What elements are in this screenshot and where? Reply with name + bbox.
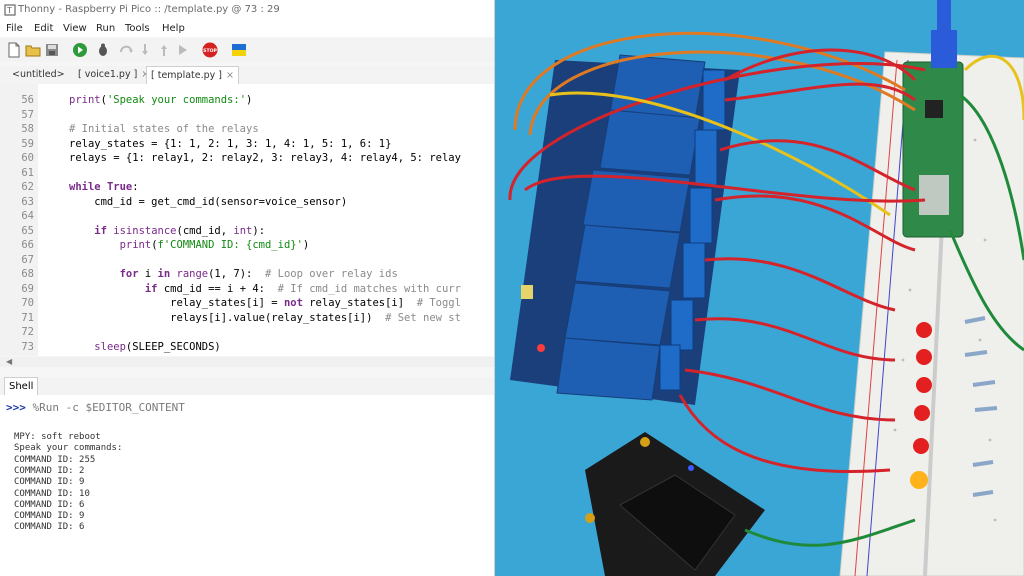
line-number: 60 (21, 152, 34, 164)
menu-tools[interactable]: Tools (125, 23, 150, 34)
code-line: relay_states = {1: 1, 2: 1, 3: 1, 4: 1, … (69, 137, 392, 150)
line-number: 65 (21, 224, 34, 237)
line-number: 71 (21, 311, 34, 324)
horizontal-scrollbar[interactable]: ◀ (0, 357, 494, 367)
shell-command: %Run -c $EDITOR_CONTENT (32, 401, 185, 414)
line-number: 58 (21, 123, 34, 135)
shell-header: Shell (0, 377, 494, 395)
line-number: 72 (21, 326, 34, 338)
led-yellow (910, 471, 928, 489)
pico-board (902, 0, 964, 238)
line-number: 68 (21, 268, 34, 280)
shell-panel[interactable]: >>> %Run -c $EDITOR_CONTENT MPY: soft re… (0, 395, 494, 576)
shell-output-line: COMMAND ID: 10 (14, 488, 90, 499)
open-file-icon[interactable] (25, 42, 41, 58)
relay-module (510, 54, 740, 405)
led-red (914, 405, 930, 421)
shell-tab[interactable]: Shell (4, 377, 39, 395)
step-into-icon[interactable] (137, 42, 153, 58)
led-red (916, 349, 932, 365)
led-column (910, 322, 932, 489)
shell-output-line: Speak your commands: (14, 443, 123, 454)
hardware-photo (495, 0, 1024, 576)
new-file-icon[interactable] (6, 42, 22, 58)
tab-untitled[interactable]: <untitled> (8, 66, 69, 83)
save-icon[interactable] (44, 42, 60, 58)
line-number: 59 (21, 137, 34, 150)
line-number-gutter: 56 57 58 59 60 61 62 63 64 65 66 67 68 69 70 71 72 73 (0, 84, 38, 356)
code-line: print('Speak your commands:') (69, 94, 253, 106)
tab-label: [ template.py ] (151, 70, 223, 81)
shell-output-line: COMMAND ID: 2 (14, 465, 85, 476)
menu-run[interactable]: Run (96, 23, 116, 34)
shell-output-line: COMMAND ID: 9 (14, 511, 85, 522)
shell-prompt: >>> (6, 401, 26, 414)
code-line: relay_states[i] = not relay_states[i] # … (69, 297, 461, 309)
close-tab-icon[interactable]: × (226, 70, 234, 81)
window-title: Thonny - Raspberry Pi Pico :: /template.… (18, 4, 280, 15)
led-red (916, 322, 932, 338)
menu-help[interactable]: Help (162, 23, 185, 34)
wires (508, 31, 1024, 547)
code-line: print(f'COMMAND ID: {cmd_id}') (119, 239, 310, 251)
code-line: relays = {1: relay1, 2: relay2, 3: relay… (69, 152, 461, 164)
code-line: # Initial states of the relays (69, 123, 259, 135)
led-red (913, 438, 929, 454)
svg-text:T: T (6, 6, 12, 15)
code-line: cmd_id = get_cmd_id(sensor=voice_sensor) (69, 195, 348, 208)
menu-view[interactable]: View (63, 23, 87, 34)
svg-text:STOP: STOP (203, 48, 217, 54)
shell-command-line: >>> %Run -c $EDITOR_CONTENT (6, 401, 185, 414)
scroll-left-icon[interactable]: ◀ (6, 357, 13, 366)
toolbar: STOP (0, 38, 494, 62)
stop-icon[interactable]: STOP (202, 42, 218, 58)
line-number: 57 (21, 108, 34, 121)
shell-output-line: COMMAND ID: 6 (14, 522, 85, 533)
line-number: 66 (21, 239, 34, 251)
step-over-icon[interactable] (118, 42, 134, 58)
menu-file[interactable]: File (6, 23, 23, 34)
debug-icon[interactable] (95, 42, 111, 58)
title-bar: T Thonny - Raspberry Pi Pico :: /templat… (0, 0, 494, 20)
resume-icon[interactable] (175, 42, 191, 58)
menu-bar: File Edit View Run Tools Help (0, 20, 494, 37)
code-line: if isinstance(cmd_id, int): (94, 224, 266, 237)
line-number: 62 (21, 181, 34, 193)
line-number: 63 (21, 195, 34, 208)
tab-label: [ voice1.py ] (78, 69, 138, 80)
step-out-icon[interactable] (156, 42, 172, 58)
line-number: 64 (21, 210, 34, 222)
shell-output-line: COMMAND ID: 255 (14, 454, 96, 465)
close-tab-icon[interactable]: × (141, 69, 149, 80)
led-red (916, 377, 932, 393)
line-number: 70 (21, 297, 34, 309)
menu-edit[interactable]: Edit (34, 23, 54, 34)
run-icon[interactable] (72, 42, 88, 58)
line-number: 61 (21, 166, 34, 179)
code-line: for i in range(1, 7): # Loop over relay … (119, 268, 398, 280)
line-number: 67 (21, 253, 34, 266)
voice-sensor-board (585, 432, 765, 576)
tab-voice1[interactable]: [ voice1.py ]× (74, 66, 153, 83)
shell-output-line: MPY: soft reboot (14, 432, 101, 442)
shell-output-line: COMMAND ID: 9 (14, 477, 85, 488)
line-number: 73 (21, 340, 34, 353)
code-line: sleep(SLEEP_SECONDS) (94, 340, 221, 353)
ukraine-flag-icon (232, 44, 246, 56)
thonny-logo-icon: T (4, 4, 16, 16)
shell-output-line: COMMAND ID: 6 (14, 499, 85, 510)
code-editor[interactable]: 56 57 58 59 60 61 62 63 64 65 66 67 68 69 70 71 72 73 pri… (0, 84, 494, 356)
line-number: 56 (21, 94, 34, 106)
code-line: relays[i].value(relay_states[i]) # Set n… (69, 311, 461, 324)
editor-tabs: <untitled> [ voice1.py ]× [ template.py … (0, 66, 494, 84)
code-line: if cmd_id == i + 4: # If cmd_id matches … (144, 282, 461, 295)
line-number: 69 (21, 282, 34, 295)
thonny-window: T Thonny - Raspberry Pi Pico :: /templat… (0, 0, 495, 576)
tab-label: <untitled> (12, 69, 65, 80)
code-line: while True: (69, 181, 139, 193)
resistors (964, 316, 998, 497)
tab-template[interactable]: [ template.py ]× (146, 66, 239, 84)
